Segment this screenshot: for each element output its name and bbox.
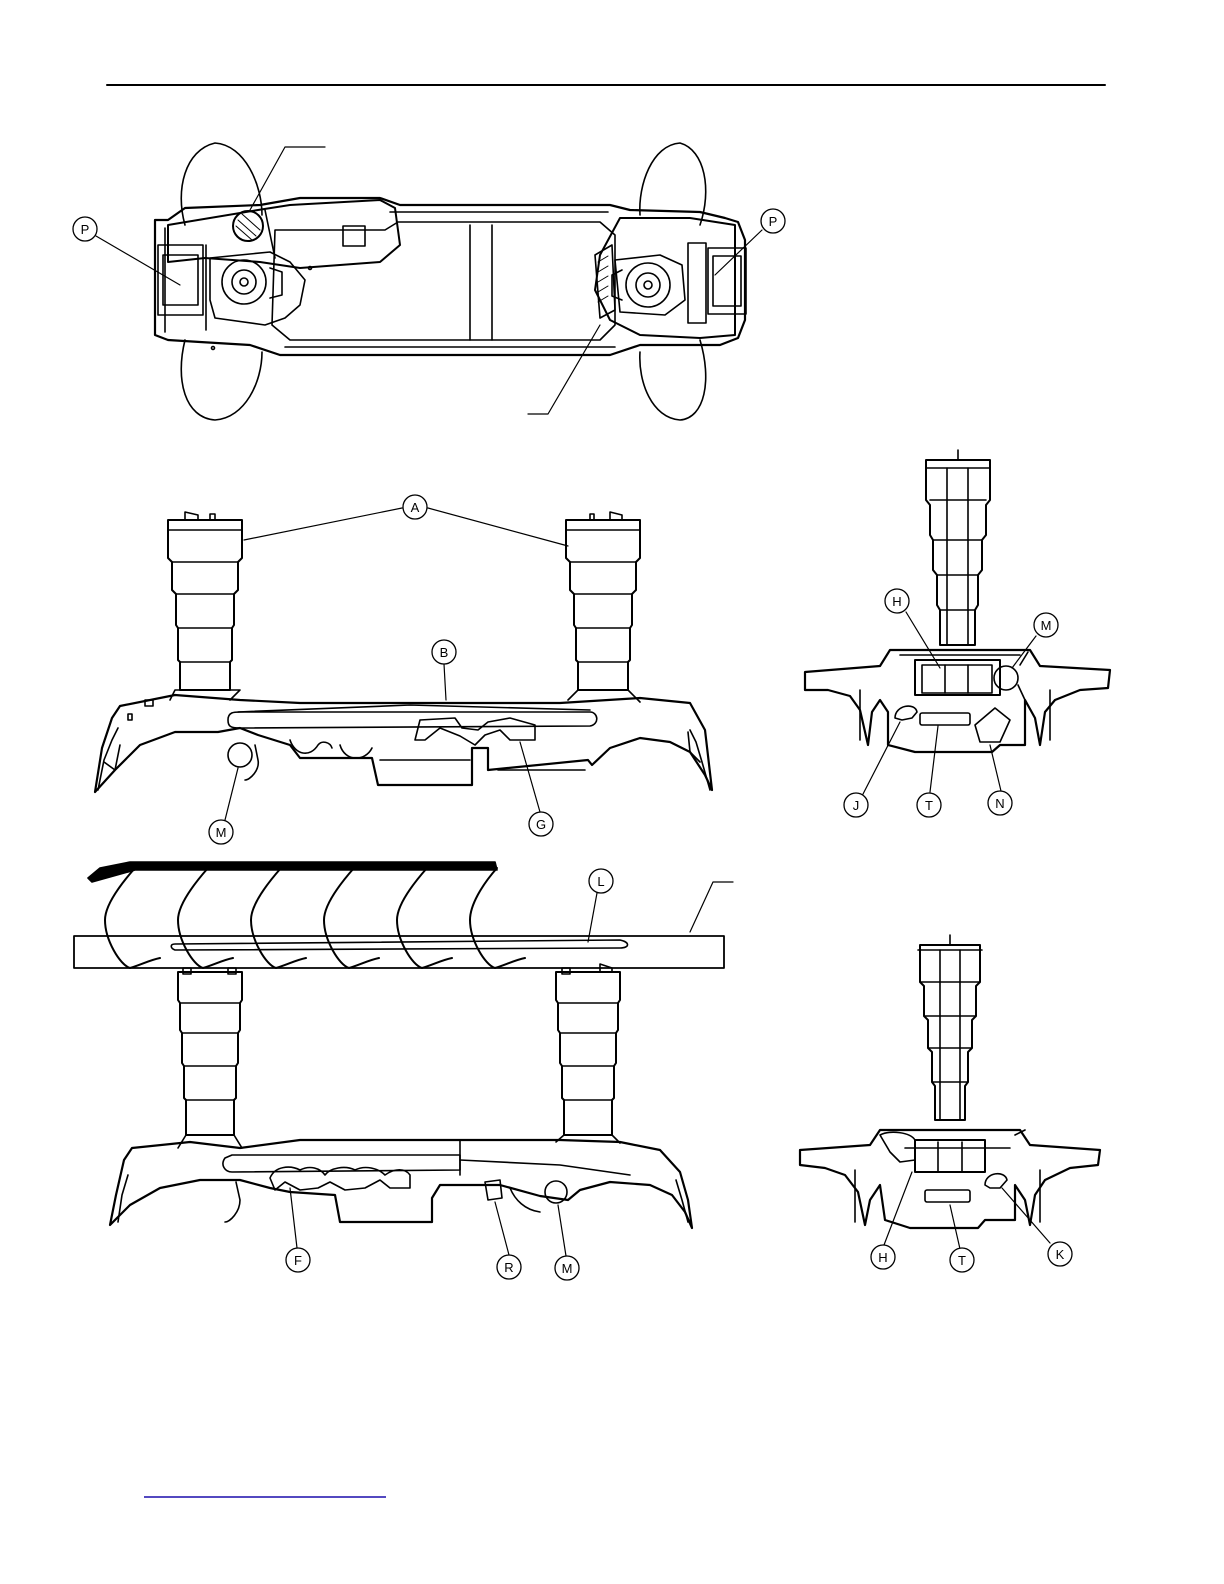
rear-side-view-drawing (74, 862, 724, 1228)
callout-a: A (411, 500, 420, 515)
rear-view-drawing (800, 935, 1100, 1228)
callout-p-right: P (769, 214, 778, 229)
callout-m-side: M (1041, 618, 1052, 633)
callout-t-lower: T (958, 1253, 966, 1268)
callout-h-lower: H (878, 1250, 887, 1265)
callout-h-upper: H (892, 594, 901, 609)
callout-l: L (597, 874, 604, 889)
front-view-drawing (805, 450, 1110, 752)
callout-n: N (995, 796, 1004, 811)
callout-r: R (504, 1260, 513, 1275)
callout-m-rear: M (562, 1261, 573, 1276)
callout-b: B (440, 645, 449, 660)
side-view-drawing (95, 512, 712, 792)
callout-j: J (853, 798, 860, 813)
callout-g: G (536, 817, 546, 832)
callout-p-left: P (81, 222, 90, 237)
callout-k: K (1056, 1247, 1065, 1262)
callout-f: F (294, 1253, 302, 1268)
callout-m-front: M (216, 825, 227, 840)
callout-t-upper: T (925, 798, 933, 813)
top-view-drawing (155, 143, 746, 420)
callout-bubble (73, 209, 1072, 1280)
